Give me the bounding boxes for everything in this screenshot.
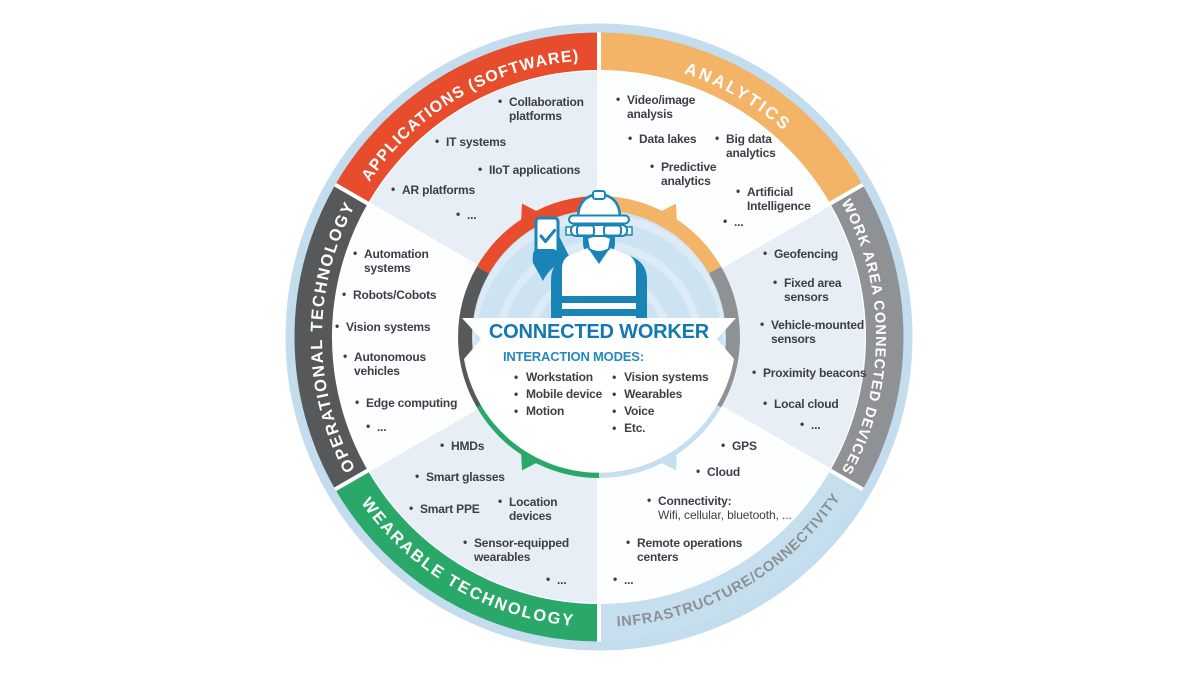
modes-column-1: Workstation Mobile device Motion — [514, 369, 602, 437]
segment-item: Big data analytics — [715, 132, 776, 160]
outer-rim — [285, 23, 913, 651]
interaction-modes-heading: INTERACTION MODES: — [503, 349, 644, 364]
segment-item: IIoT applications — [478, 163, 580, 178]
center-panel: CONNECTED WORKER INTERACTION MODES: Work… — [461, 319, 737, 437]
segment-item: Artificial Intelligence — [736, 185, 811, 213]
segment-item: Vehicle-mounted sensors — [760, 318, 864, 346]
segment-item: IT systems — [435, 135, 506, 150]
segment-item: Local cloud — [763, 397, 839, 412]
segment-item: Edge computing — [355, 396, 457, 411]
segment-item: ... — [723, 215, 744, 230]
segment-item: Robots/Cobots — [342, 288, 437, 303]
mode-item: Workstation — [514, 369, 602, 386]
segment-item: Geofencing — [763, 247, 838, 262]
segment-item: Collaboration platforms — [498, 95, 584, 123]
segment-item: Smart PPE — [409, 502, 480, 517]
segment-item: Proximity beacons — [752, 366, 867, 381]
segment-item: ... — [456, 208, 477, 223]
segment-item: ... — [800, 418, 821, 433]
worker-icon — [532, 190, 647, 318]
segment-item: Connectivity:Wifi, cellular, bluetooth, … — [647, 494, 792, 522]
segment-item: Remote operations centers — [626, 536, 742, 564]
mode-item: Etc. — [612, 420, 708, 437]
segment-item: Cloud — [696, 465, 740, 480]
segment-item: Automation systems — [353, 247, 429, 275]
modes-column-2: Vision systems Wearables Voice Etc. — [612, 369, 709, 437]
segment-item: ... — [366, 420, 387, 435]
segment-item: Autonomous vehicles — [343, 350, 426, 378]
segment-item: Sensor-equipped wearables — [463, 536, 569, 564]
segment-item: Fixed area sensors — [773, 276, 842, 304]
segment-item: GPS — [721, 439, 757, 454]
mode-item: Mobile device — [514, 386, 602, 403]
segment-item: Data lakes — [628, 132, 697, 147]
segment-item: ... — [546, 573, 567, 588]
segment-item: AR platforms — [391, 183, 475, 198]
segment-item: Smart glasses — [415, 470, 505, 485]
segment-item: ... — [613, 573, 634, 588]
category-band — [293, 32, 905, 642]
segment-item: Video/image analysis — [616, 93, 695, 121]
mode-item: Motion — [514, 403, 602, 420]
segment-item: Location devices — [498, 495, 558, 523]
page-title: CONNECTED WORKER — [488, 321, 710, 343]
segment-item: Predictive analytics — [650, 160, 717, 188]
mode-item: Vision systems — [612, 369, 709, 386]
segment-item: HMDs — [440, 439, 484, 454]
interaction-modes: Workstation Mobile device Motion Vision … — [461, 369, 737, 437]
segment-item: Vision systems — [335, 320, 431, 335]
mode-item: Voice — [612, 403, 708, 420]
segment-dividers — [331, 29, 867, 645]
mode-item: Wearables — [612, 386, 708, 403]
